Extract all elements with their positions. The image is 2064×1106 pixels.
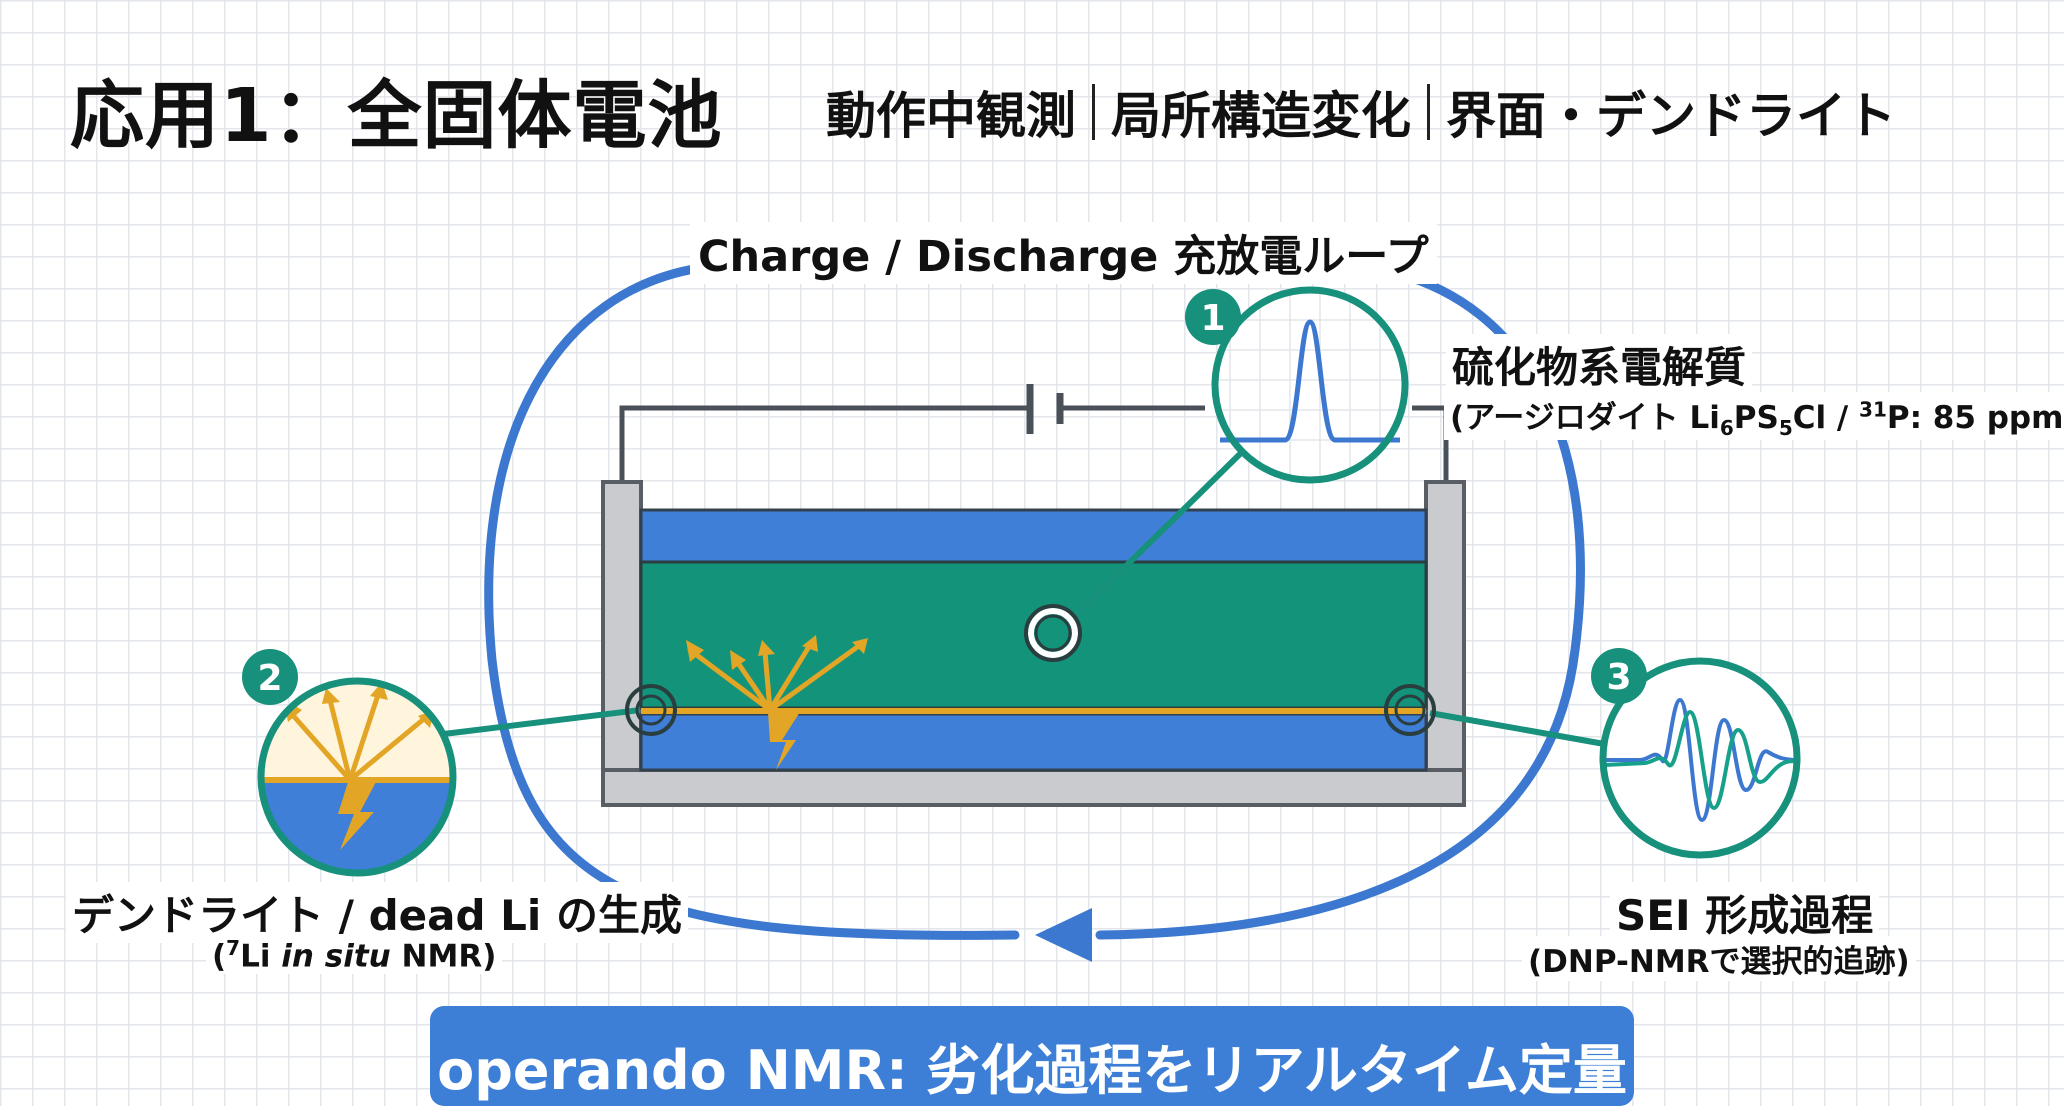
keyword-local-structure: 局所構造変化 (1111, 87, 1411, 145)
callout-3-magnifier (1591, 648, 1801, 859)
callout-1-subtitle: (アージロダイト Li6PS5Cl / 31P: 85 ppm) (1444, 392, 2064, 441)
callout-2-title: デンドライト / dead Li の生成 (66, 882, 688, 943)
loop-arrowhead (1035, 908, 1092, 962)
keyword-bar: 動作中観測 局所構造変化 界面・デンドライト (826, 76, 1896, 148)
page-title: 応用1：全固体電池 (70, 73, 723, 159)
keyword-divider (1092, 84, 1095, 140)
callout-2-badge (242, 649, 298, 705)
keyword-interface-dendrite: 界面・デンドライト (1446, 87, 1896, 145)
keyword-divider (1427, 84, 1430, 140)
callout-1-magnifier (1185, 286, 1409, 484)
nmr-peak-line (1220, 319, 1400, 443)
callout-3-subtitle: (DNP-NMRで選択的追跡) (1522, 936, 1916, 981)
callout-1-number: 1 (1200, 298, 1225, 339)
bottom-electrode-layer (639, 712, 1428, 772)
callout-2-number: 2 (257, 658, 282, 699)
summary-banner: operando NMR: 劣化過程をリアルタイム定量 (430, 1006, 1634, 1106)
callout-1-badge (1185, 289, 1241, 345)
probe-rings (625, 604, 1436, 736)
top-electrode-layer (639, 508, 1428, 564)
loop-label: Charge / Discharge 充放電ループ (690, 222, 1437, 284)
callout-3-title: SEI 形成過程 (1610, 882, 1880, 943)
callout-3-number: 3 (1606, 657, 1631, 698)
dendrite-growth-icon (686, 635, 868, 770)
callout-3-badge (1591, 648, 1647, 704)
keyword-operando: 動作中観測 (826, 87, 1076, 145)
callout-1-title: 硫化物系電解質 (1446, 334, 1753, 395)
callout-2-subtitle: (7Li in situ NMR) (206, 936, 503, 975)
